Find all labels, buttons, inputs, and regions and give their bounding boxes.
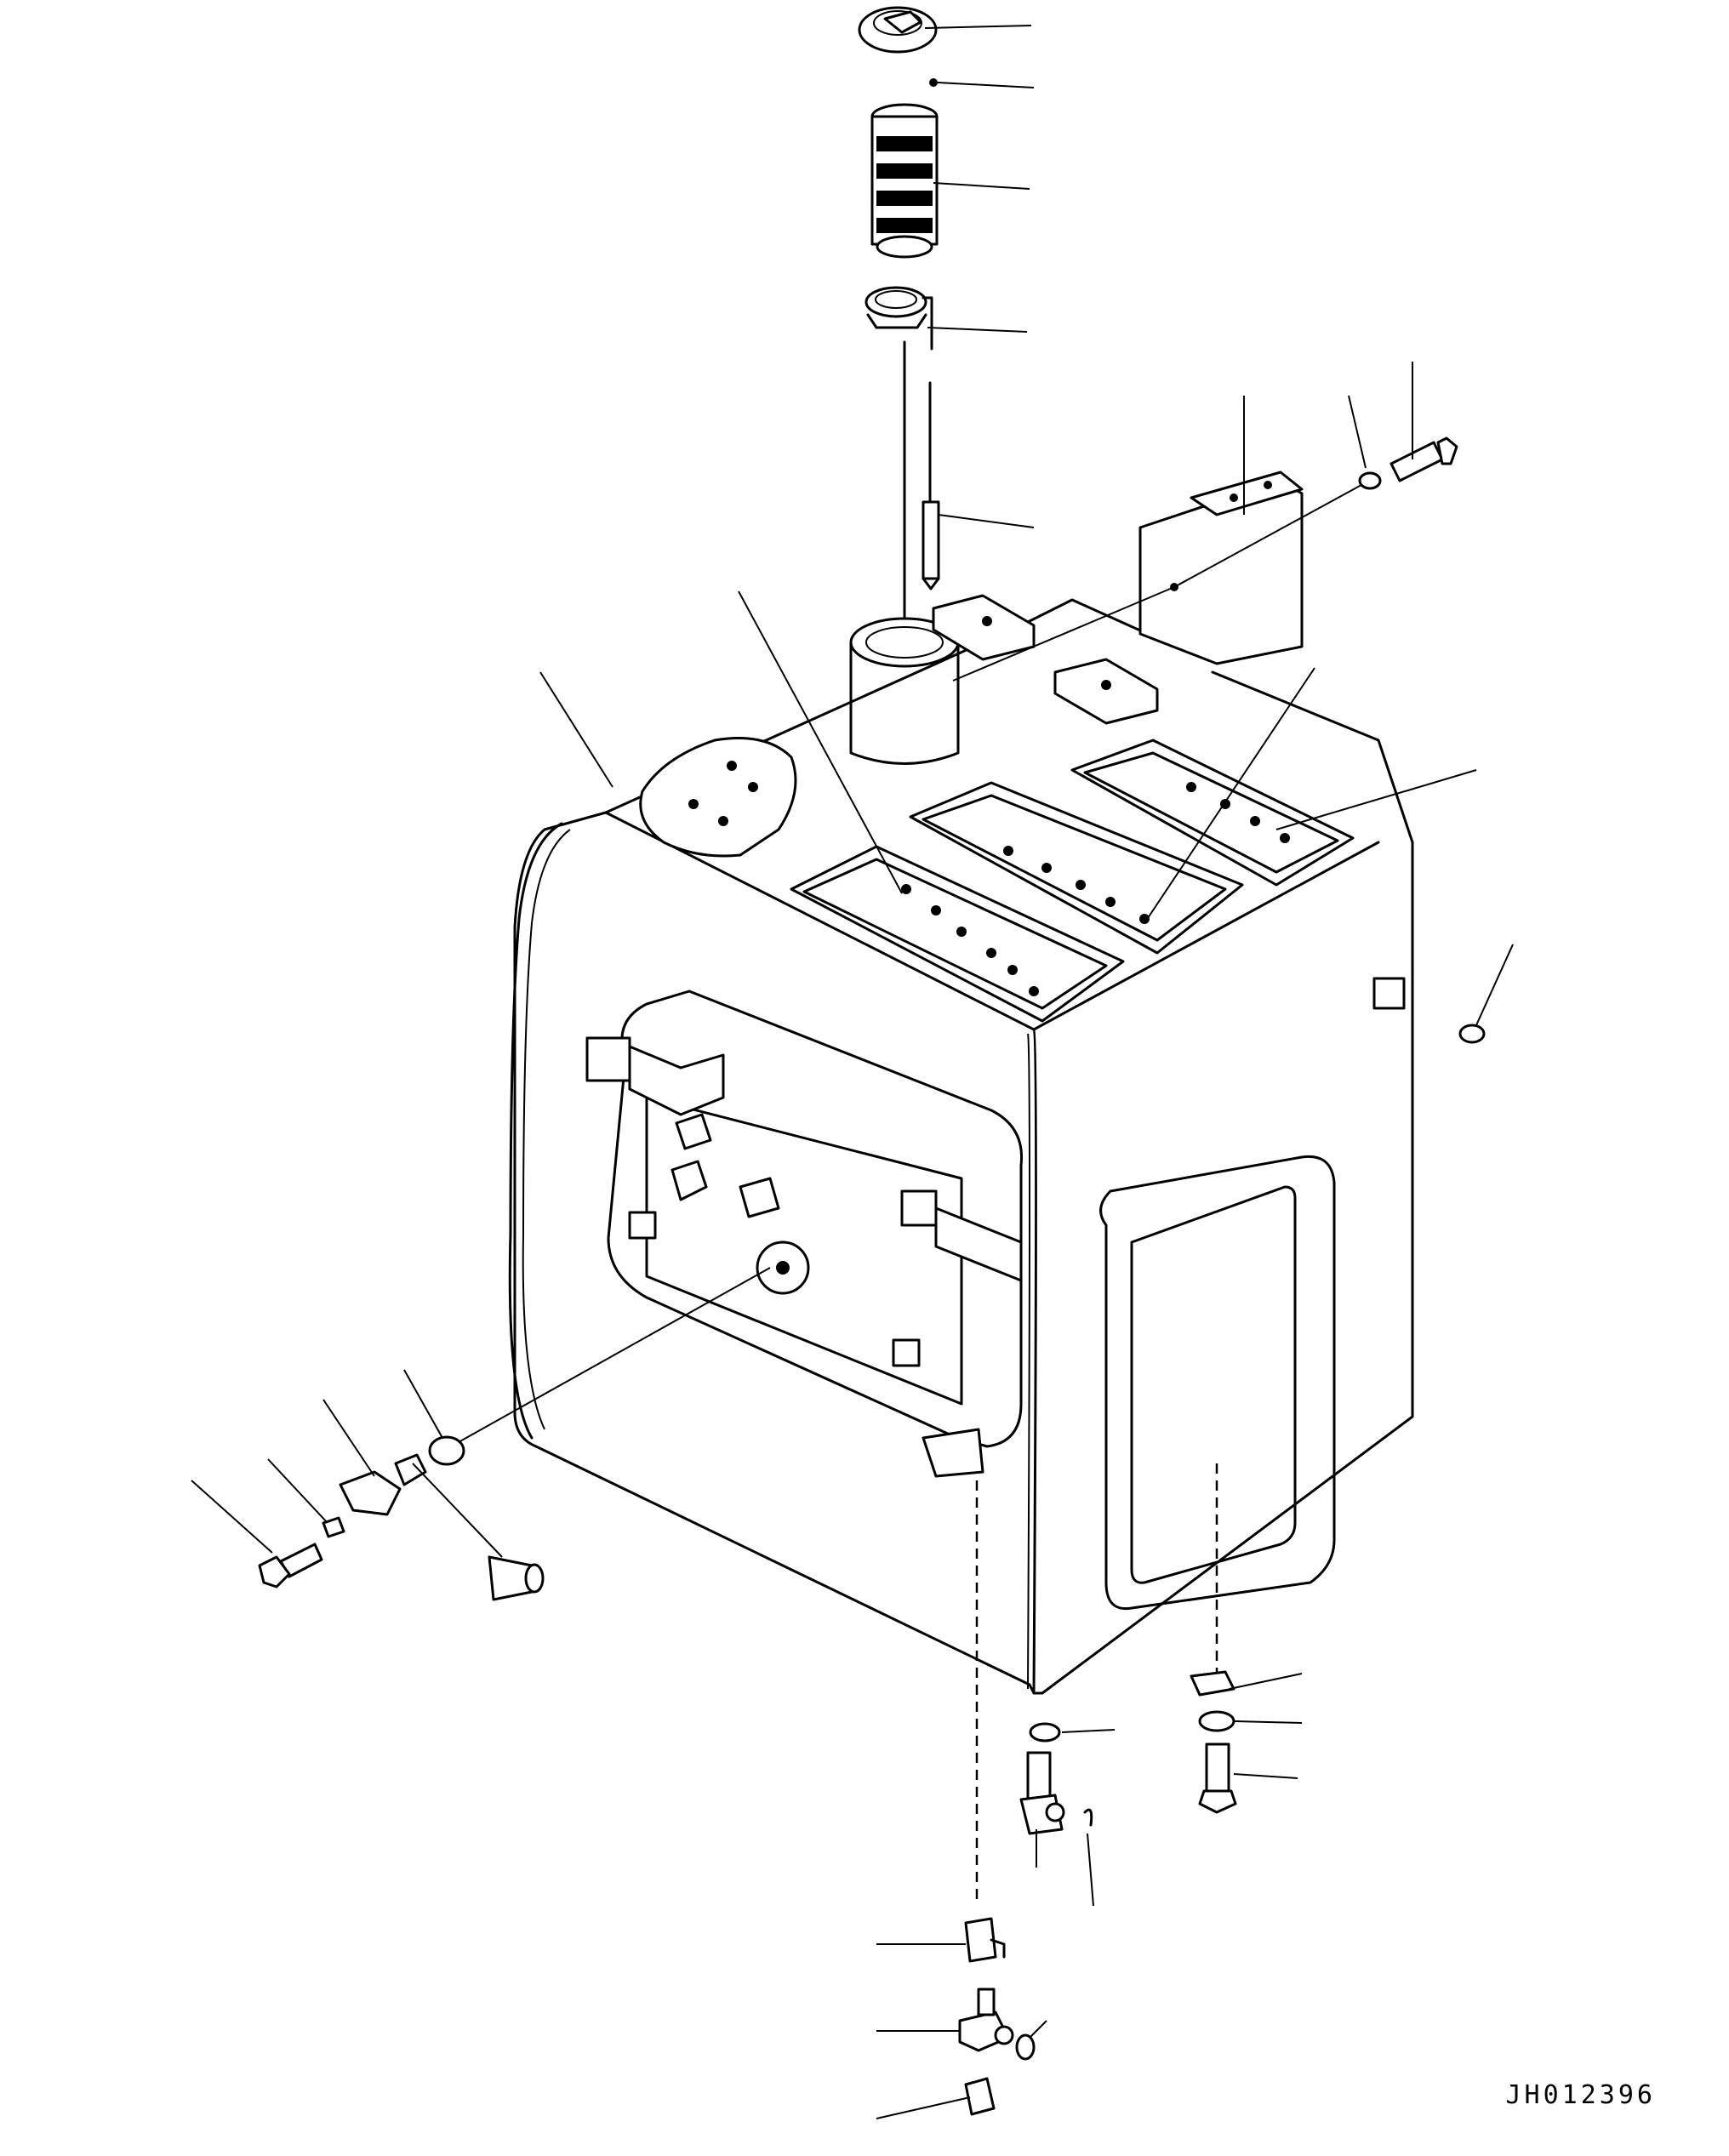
sender-float[interactable] bbox=[488, 1555, 545, 1601]
panel-fittings bbox=[585, 1036, 1023, 1367]
strainer[interactable] bbox=[870, 103, 939, 259]
side-plug[interactable] bbox=[1458, 1024, 1486, 1044]
drain-elbow-fitting[interactable] bbox=[958, 1988, 1014, 2052]
mount-washer[interactable] bbox=[1198, 1710, 1235, 1732]
filler-cap[interactable] bbox=[858, 6, 938, 54]
filler-neck-socket bbox=[849, 617, 960, 765]
fuel-tank-body bbox=[508, 598, 1414, 1695]
tank-top-pad bbox=[639, 737, 797, 858]
bracket-washer[interactable] bbox=[1358, 471, 1382, 490]
sender-bolt[interactable] bbox=[258, 1543, 323, 1588]
sender-gasket[interactable] bbox=[428, 1435, 465, 1466]
drain-o-ring[interactable] bbox=[1029, 1722, 1061, 1742]
mount-plate[interactable] bbox=[1190, 1670, 1235, 1697]
filler-cap-pin[interactable] bbox=[929, 78, 938, 87]
drain-plug[interactable] bbox=[964, 2077, 996, 2116]
mount-bolt[interactable] bbox=[1198, 1742, 1237, 1814]
drain-elbow-top bbox=[922, 1428, 984, 1478]
tank-top-inspection-covers bbox=[790, 739, 1355, 1023]
bracket-bolt[interactable] bbox=[1389, 436, 1458, 482]
tank-side-window bbox=[1099, 1155, 1336, 1611]
drawing-id-label: JH012396 bbox=[1505, 2080, 1656, 2110]
sender-lock-washer[interactable] bbox=[322, 1516, 345, 1538]
drain-valve[interactable] bbox=[1019, 1751, 1065, 1835]
level-gauge-stick[interactable] bbox=[922, 381, 940, 590]
tank-mount-pads bbox=[932, 594, 1159, 725]
drain-cotter[interactable] bbox=[1083, 1808, 1093, 1827]
level-sender[interactable] bbox=[339, 1453, 427, 1516]
side-block bbox=[1372, 977, 1406, 1010]
leader-lines bbox=[191, 25, 1514, 2119]
tank-bracket[interactable] bbox=[1138, 471, 1304, 665]
drain-clamp[interactable] bbox=[964, 1917, 1006, 1963]
filler-neck-ring[interactable] bbox=[864, 286, 933, 351]
drain-o-ring-small[interactable] bbox=[1015, 2033, 1036, 2061]
